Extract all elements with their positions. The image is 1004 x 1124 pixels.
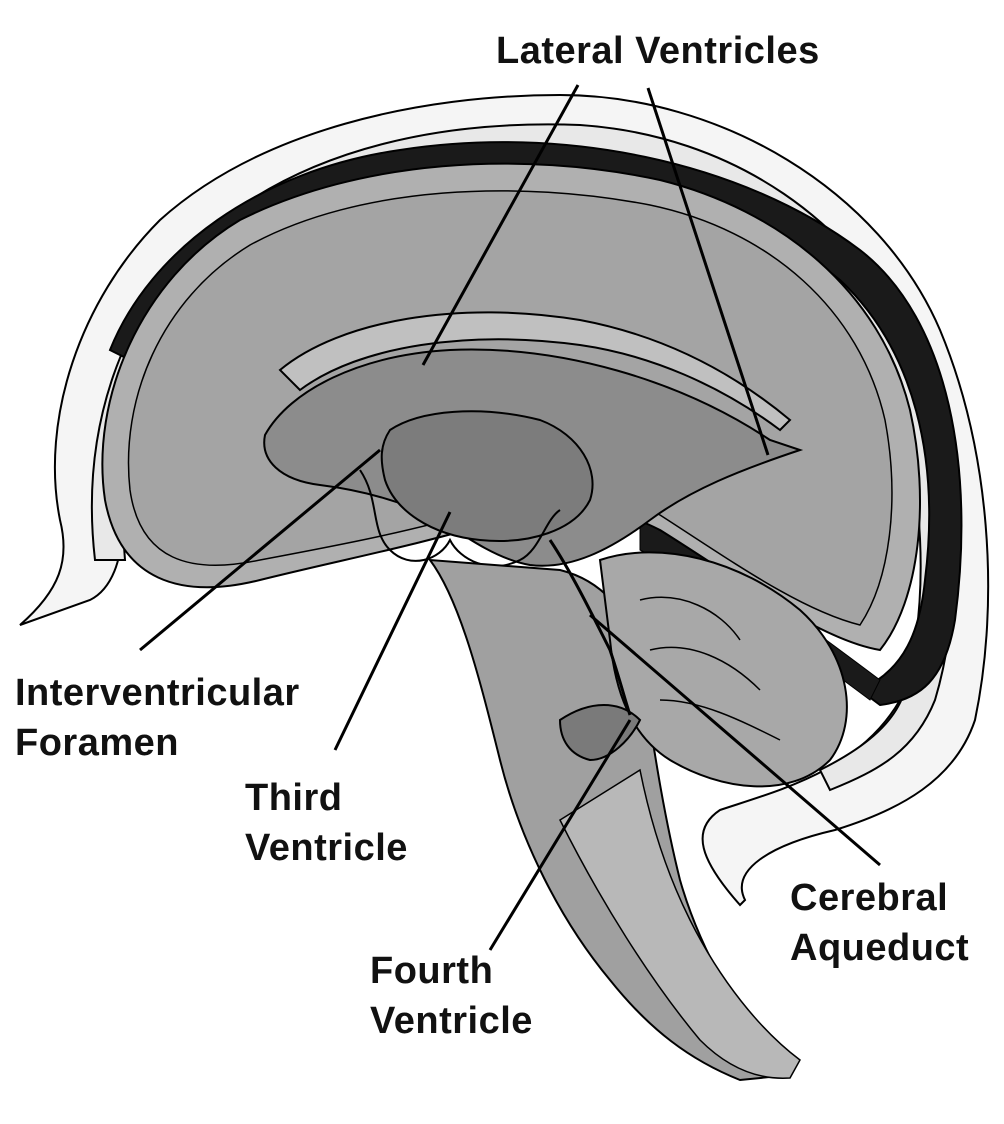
label-lateral-ventricles: Lateral Ventricles: [496, 26, 820, 76]
label-interventricular-foramen: Interventricular Foramen: [15, 668, 300, 768]
label-interventricular-foramen-line1: Interventricular: [15, 672, 300, 714]
label-cerebral-aqueduct: Cerebral Aqueduct: [790, 873, 969, 973]
label-fourth-ventricle: Fourth Ventricle: [370, 946, 533, 1046]
label-fourth-ventricle-line2: Ventricle: [370, 1000, 533, 1042]
fourth-ventricle: [558, 704, 642, 762]
third-ventricle: [380, 410, 594, 542]
leader-fourth-ventricle: [488, 719, 632, 951]
label-lateral-ventricles-text: Lateral Ventricles: [496, 30, 820, 72]
leader-lateral-ventricles-2: [646, 87, 770, 456]
label-third-ventricle-line1: Third: [245, 777, 343, 819]
thalamus: [359, 469, 561, 568]
label-cerebral-aqueduct-line2: Aqueduct: [790, 927, 970, 969]
cerebral-aqueduct: [548, 539, 632, 716]
leader-cerebral-aqueduct: [589, 613, 881, 867]
label-fourth-ventricle-line1: Fourth: [370, 950, 494, 992]
label-third-ventricle-line2: Ventricle: [245, 827, 408, 869]
leader-third-ventricle: [333, 511, 452, 751]
label-cerebral-aqueduct-line1: Cerebral: [790, 877, 949, 919]
cerebellum: [598, 551, 848, 788]
label-third-ventricle: Third Ventricle: [245, 773, 408, 873]
label-interventricular-foramen-line2: Foramen: [15, 722, 179, 764]
leader-interventricular-foramen: [139, 448, 381, 652]
cerebellum-folia: [639, 596, 781, 741]
leader-lateral-ventricles-1: [421, 84, 580, 366]
spinal-cord: [559, 768, 801, 1079]
corpus-callosum: [278, 311, 792, 432]
